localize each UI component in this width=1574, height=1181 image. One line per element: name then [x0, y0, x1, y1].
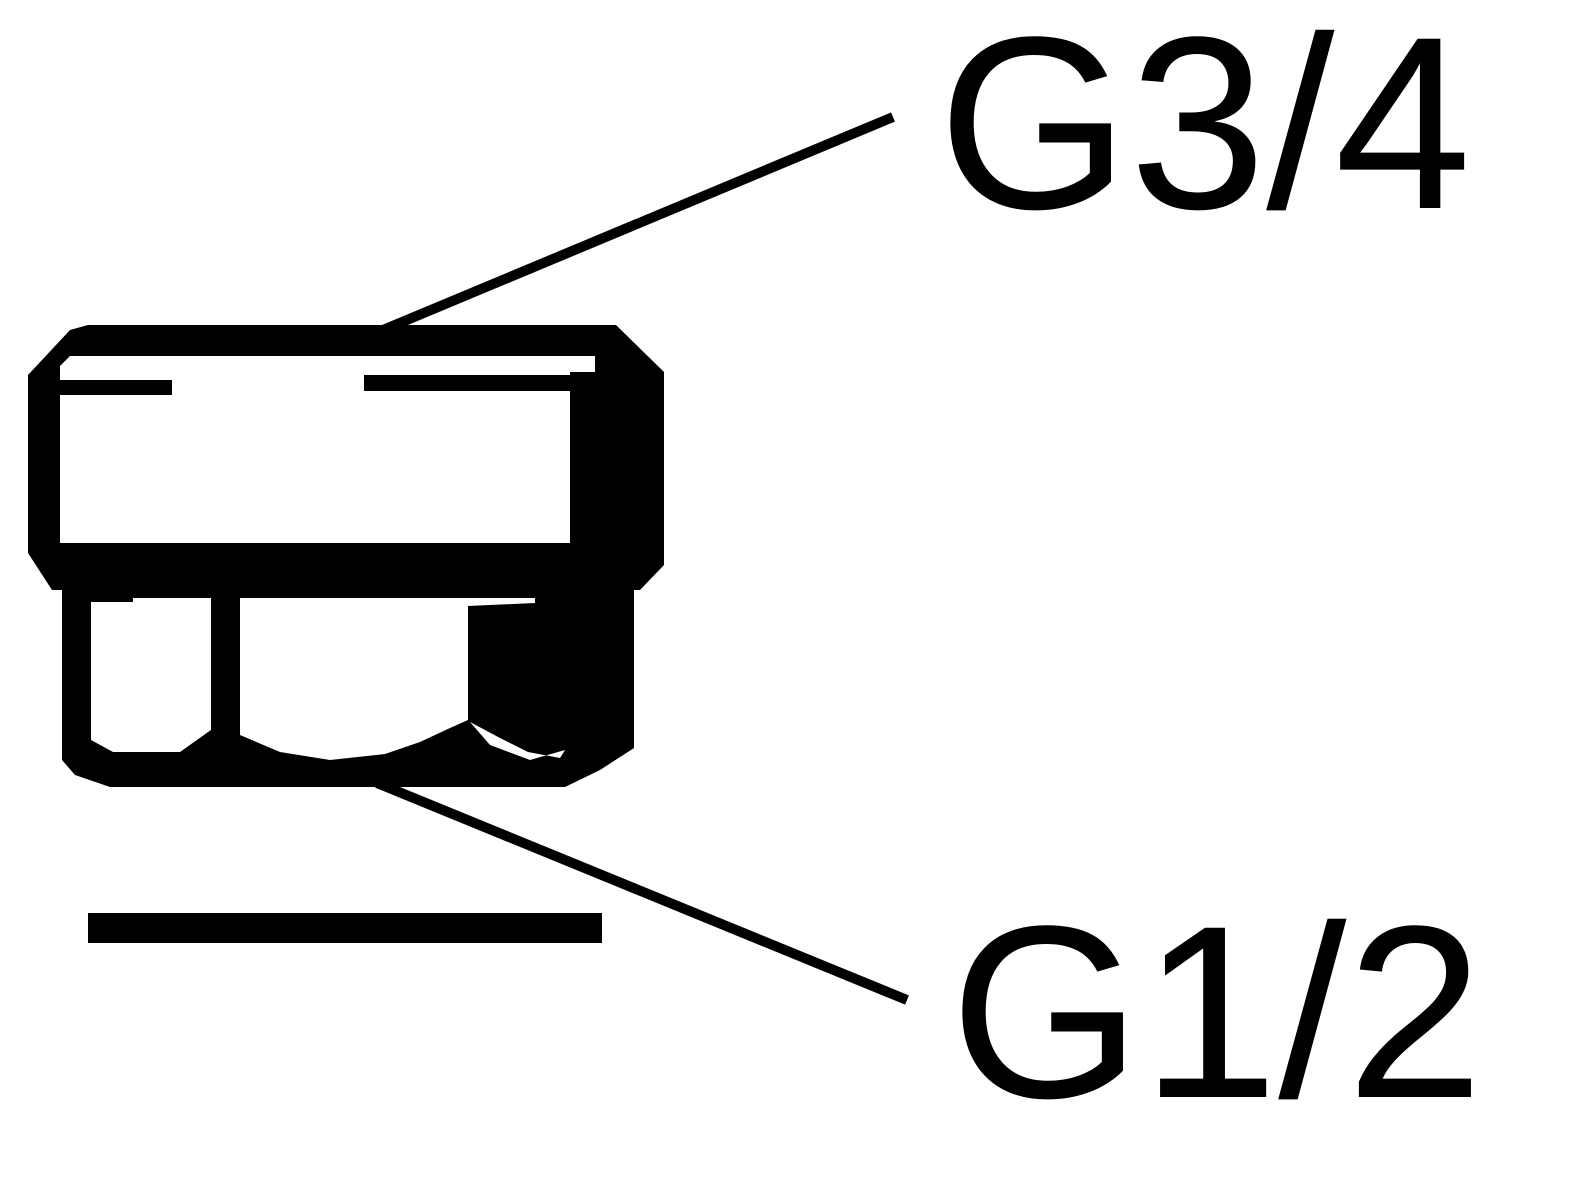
lower-body — [62, 590, 634, 787]
nut-edge-line-left — [60, 380, 172, 395]
label-g3-4: G3/4 — [938, 0, 1471, 261]
thread-groove-left — [91, 598, 211, 752]
thread-groove-middle — [240, 598, 535, 760]
leader-line-bottom — [375, 778, 909, 1005]
label-g1-2: G1/2 — [950, 875, 1483, 1150]
dimension-bar — [88, 913, 602, 943]
leader-line-top — [381, 112, 895, 335]
upper-nut — [28, 325, 664, 590]
nut-edge-line-right — [364, 375, 570, 391]
